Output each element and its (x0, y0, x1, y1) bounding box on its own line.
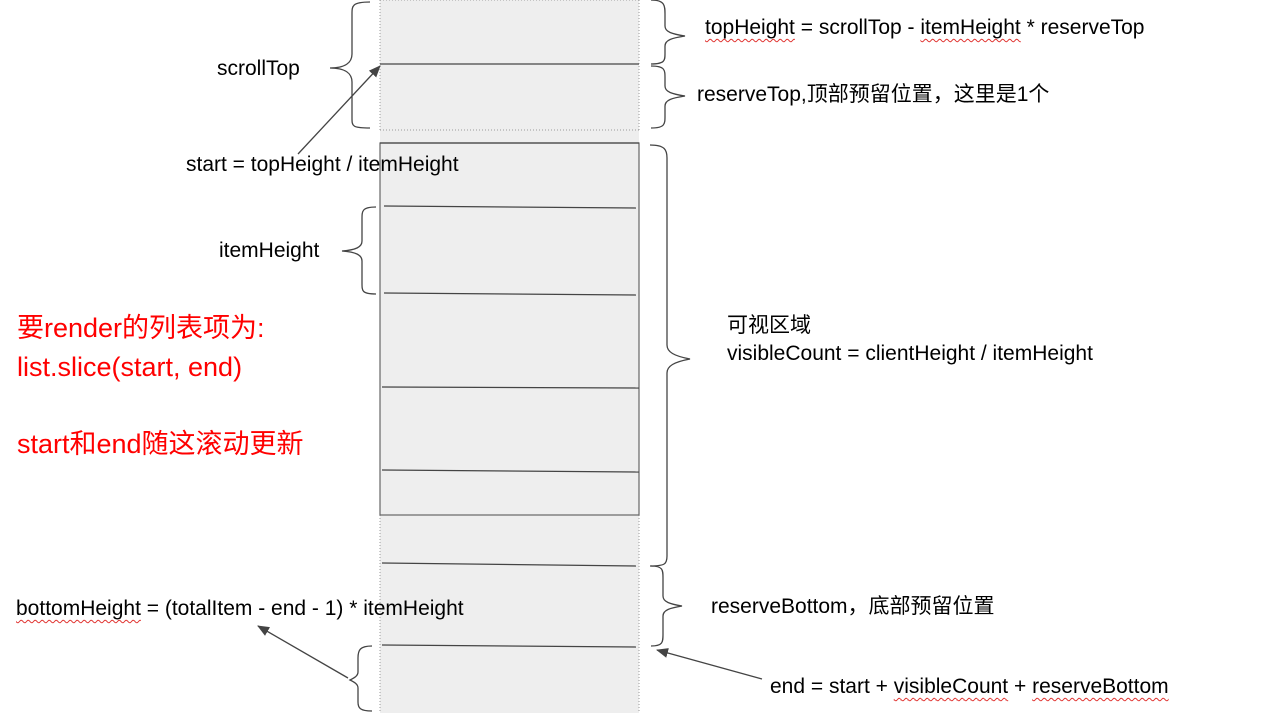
reserve-bottom-label: reserveBottom，底部预留位置 (711, 595, 995, 618)
brace-reserve-top (650, 65, 686, 129)
brace-reserve-bottom (650, 565, 683, 647)
item-height-term: itemHeight (920, 16, 1021, 39)
arrow-end-formula (656, 648, 763, 680)
scroll-top-label: scrollTop (217, 57, 300, 80)
reserve-bottom-term: reserveBottom (1032, 675, 1169, 698)
visible-count-term: visibleCount (893, 675, 1009, 698)
bottom-height-term: bottomHeight (16, 597, 141, 620)
item-height-label: itemHeight (219, 239, 320, 262)
list-column (380, 0, 639, 713)
item-dividers (380, 63, 640, 648)
reserve-top-label: reserveTop,顶部预留位置，这里是1个 (697, 83, 1050, 106)
brace-bottom-height (348, 645, 373, 712)
start-formula: start = topHeight / itemHeight (186, 153, 459, 176)
end-formula: end = start + visibleCount + reserveBott… (770, 675, 1169, 698)
arrow-to-bottom-height (257, 625, 349, 679)
brace-scrolltop (329, 1, 371, 129)
top-height-term: topHeight (705, 16, 795, 39)
visible-count-formula: visibleCount = clientHeight / itemHeight (727, 342, 1093, 365)
top-height-formula: topHeight = scrollTop - itemHeight * res… (705, 16, 1145, 39)
bottom-height-formula: bottomHeight = (totalItem - end - 1) * i… (16, 597, 464, 620)
render-note-line1: 要render的列表项为: (17, 313, 265, 343)
render-note-line2: list.slice(start, end) (17, 352, 243, 382)
brace-item-height (341, 206, 377, 295)
brace-visible-area (649, 144, 691, 567)
visible-area-title: 可视区域 (727, 314, 811, 337)
arrow-start-to-scrolltop (297, 65, 381, 155)
brace-top-height (650, 0, 686, 65)
update-note: start和end随这滚动更新 (17, 429, 304, 459)
